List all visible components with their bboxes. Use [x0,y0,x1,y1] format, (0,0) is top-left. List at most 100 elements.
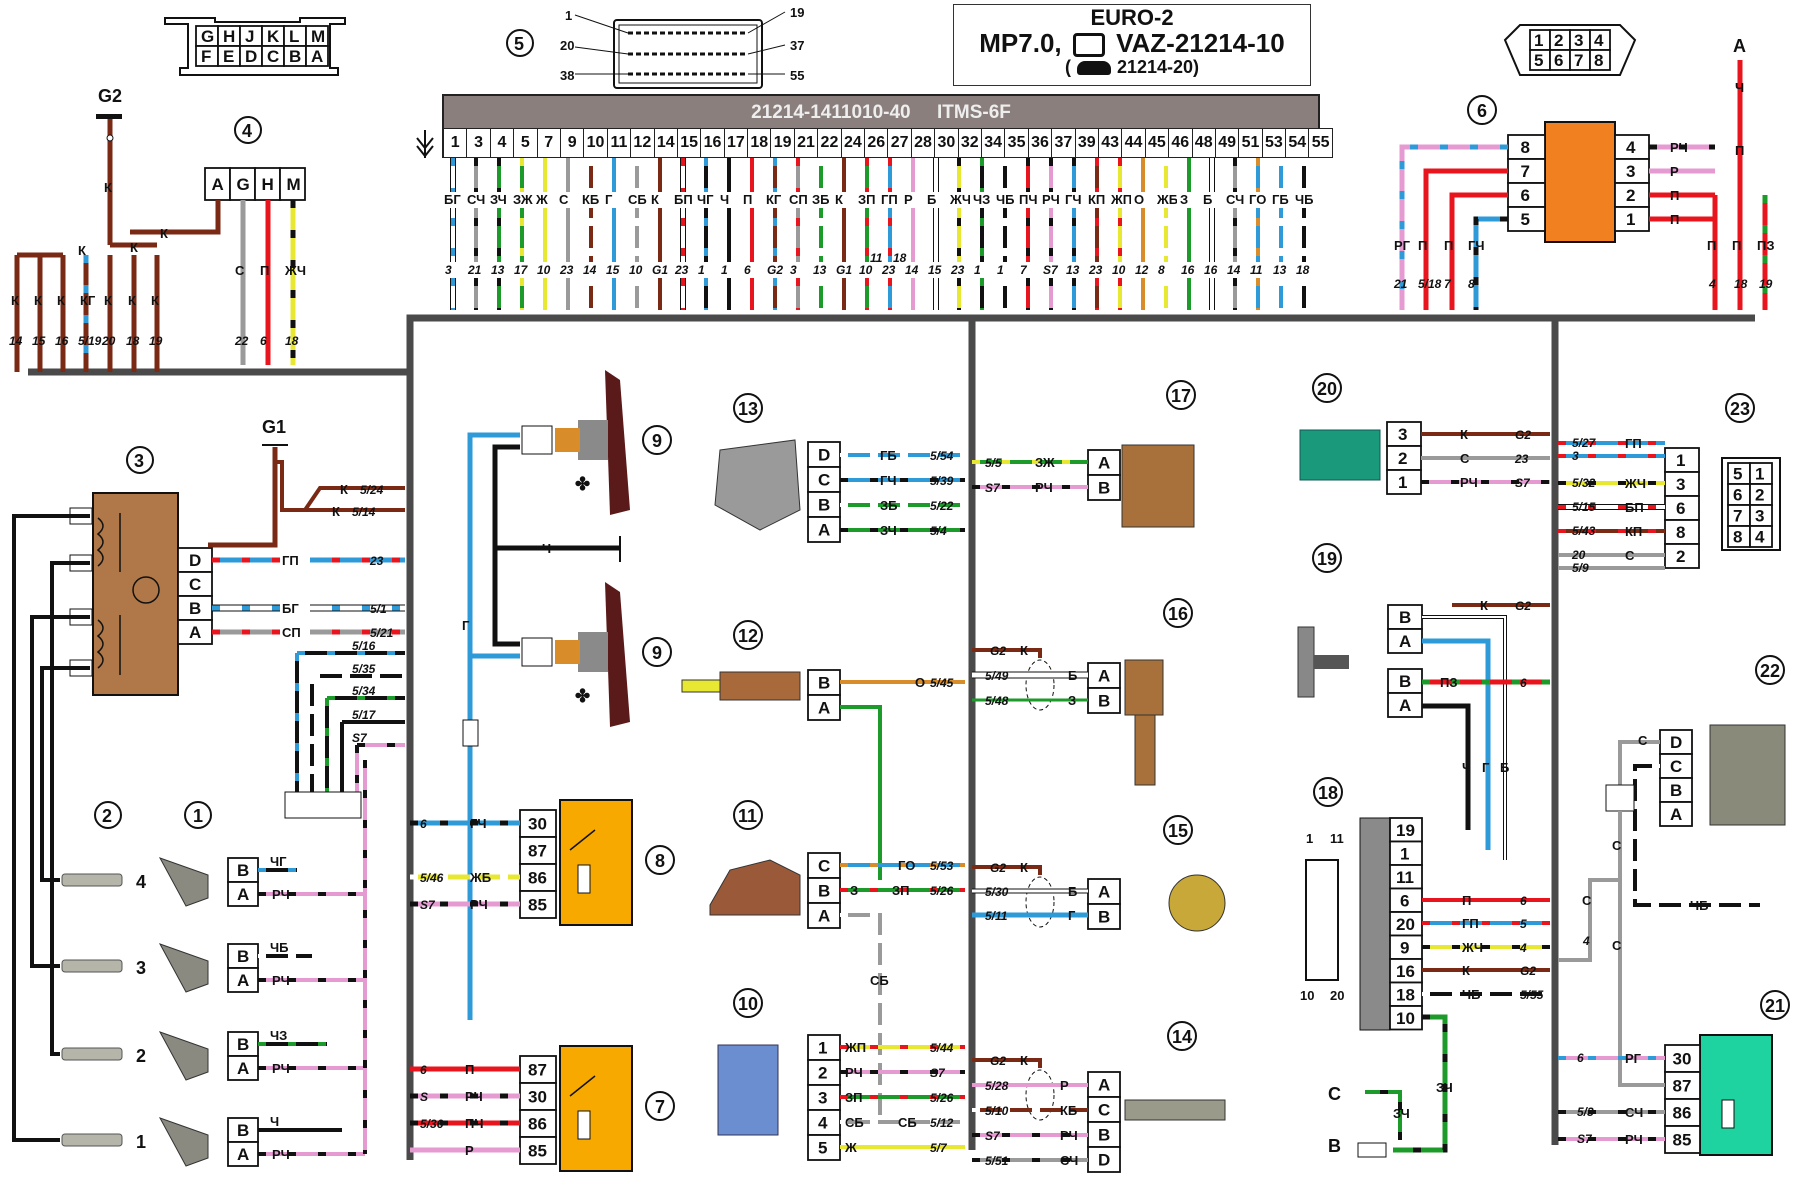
comp23-pin-1-box [1664,447,1700,473]
label-bg [1154,192,1178,208]
comp20-wire-color: РЧ [1460,475,1478,490]
comp7-body [559,1045,633,1172]
comp6-conn-bot-6: 6 [1554,51,1563,70]
ecu-wire-dest-26: 10 [859,263,873,277]
comp21-wire-color: РГ [1625,1051,1642,1066]
comp10-wire-dest: 5/7 [930,1141,948,1155]
comp20-number: 20 [1317,379,1337,399]
label-bg [1085,262,1109,278]
comp10-wire-dest: S7 [930,1066,946,1080]
comp23-conn-3: 3 [1755,507,1764,526]
injector-pin-b: B [237,1121,249,1140]
comp10-number-circle [733,988,763,1018]
comp6-left-pin-5-box [1507,206,1546,232]
comp17-pin-0-box [1087,449,1121,476]
comp8-pin-30: 30 [528,815,547,834]
comp13-wire-color: ГБ [880,448,897,463]
injector-pin-b: B [237,1035,249,1054]
comp18-wire-color: П [1462,893,1471,908]
g2-k-right: К [130,240,138,255]
comp16-number-circle [1163,598,1193,628]
ecu-pin-18: 18 [748,128,772,158]
comp20-wire-dest: G2 [1515,428,1531,442]
car-icon [1076,61,1111,76]
g2-branch-label: К [151,293,159,308]
g1-wire-k2: К [332,504,340,519]
comp15-number-circle [1163,815,1193,845]
comp4-pin-M-box [279,167,306,201]
title-mp: MP7.0, [979,28,1062,58]
relay-coil-icon [577,864,591,894]
ecu-wire-color-32: ЖЧ [949,192,971,207]
diag-cell-J: J [245,27,254,46]
comp7-number-circle [645,1091,675,1121]
comp8-pin-85-box [519,890,557,919]
comp14-number: 14 [1172,1027,1192,1047]
sensor-icon [714,439,801,531]
title-standard: EURO-2 [1090,5,1174,30]
comp10-wire-color: ЖП [844,1040,866,1055]
comp18-pin-20: 20 [1396,915,1415,934]
ground-g1: G1 К 5/24 К 5/14 [208,417,405,548]
comp10-pin-4: 5 [818,1139,827,1158]
ecu-pin-39: 39 [1075,128,1099,158]
ecu-wire-color-49: Б [1203,192,1212,207]
ecu-wire-dest-22: 13 [813,263,827,277]
spark-plug-number: 4 [136,872,146,892]
injector-wire-b: Ч [270,1114,279,1129]
label-bg [280,551,310,569]
ecu-conn-pin-19: 19 [790,5,804,20]
comp14-wire-color: СЧ [1060,1153,1078,1168]
comp7-wire-color: ПЧ [465,1116,483,1131]
ecu-conn-pin-38: 38 [560,68,574,83]
comp19-number-circle [1312,543,1342,573]
comp10-number: 10 [738,994,758,1014]
label-bg [694,262,718,278]
comp19-pin-1: A [1399,632,1411,651]
spark-plug-number: 3 [136,958,146,978]
comp11-pin-1: B [818,882,830,901]
comp22-pin-B: B [1670,781,1682,800]
label-bg [993,262,1017,278]
ecu-wire-color-11: Г [605,192,613,207]
comp6-conn-top-1: 1 [1534,31,1543,50]
comp4-k-label: К [160,226,168,241]
comp6-up-p: П [1735,143,1744,158]
label-bg [832,192,856,208]
comp18-output-b: B [1328,1136,1341,1156]
comp6-conn-bot-8-box [1589,49,1611,71]
label-bg [717,192,741,208]
comp22-wire-c: С [1638,733,1648,748]
ecu-pin-3: 3 [467,128,491,158]
sensor-icon [719,671,801,701]
comp12-wire-dest: 5/45 [930,676,954,690]
component-9: 9✤9✤ЧГ [462,370,672,1020]
spark-plug-number: 1 [136,1132,146,1152]
comp18-pin-19: 19 [1396,821,1415,840]
comp21-c2: С [1582,893,1592,908]
injector-wire-b: ЧГ [270,854,287,869]
ecu-wire-dest-21: 3 [790,263,797,277]
comp8-wire-from: S7 [420,898,436,912]
comp18-pin-6: 6 [1400,891,1409,910]
wire-stripe [1633,764,1760,907]
label-bg [924,262,948,278]
relay-coil-icon [577,1110,591,1140]
comp17-pin-1-box [1087,474,1121,501]
title-system: MP7.0, VAZ-21214-10 [954,28,1310,58]
ecu-wire-color-26: ЗП [858,192,876,207]
comp6-left-wire-color: П [1444,238,1453,253]
label-bg [671,192,695,208]
comp18-number-circle [1313,777,1343,807]
injector-bus-dest: 5/34 [352,684,376,698]
comp20-pin-3: 3 [1398,425,1407,444]
ecu-split-26: 11 [870,251,883,265]
wire [840,913,882,1115]
ecu-pin-19: 19 [771,128,795,158]
comp21-pin-86: 86 [1673,1104,1692,1123]
comp22-pin-B-box [1659,777,1693,803]
ecu-pin-26: 26 [865,128,889,158]
